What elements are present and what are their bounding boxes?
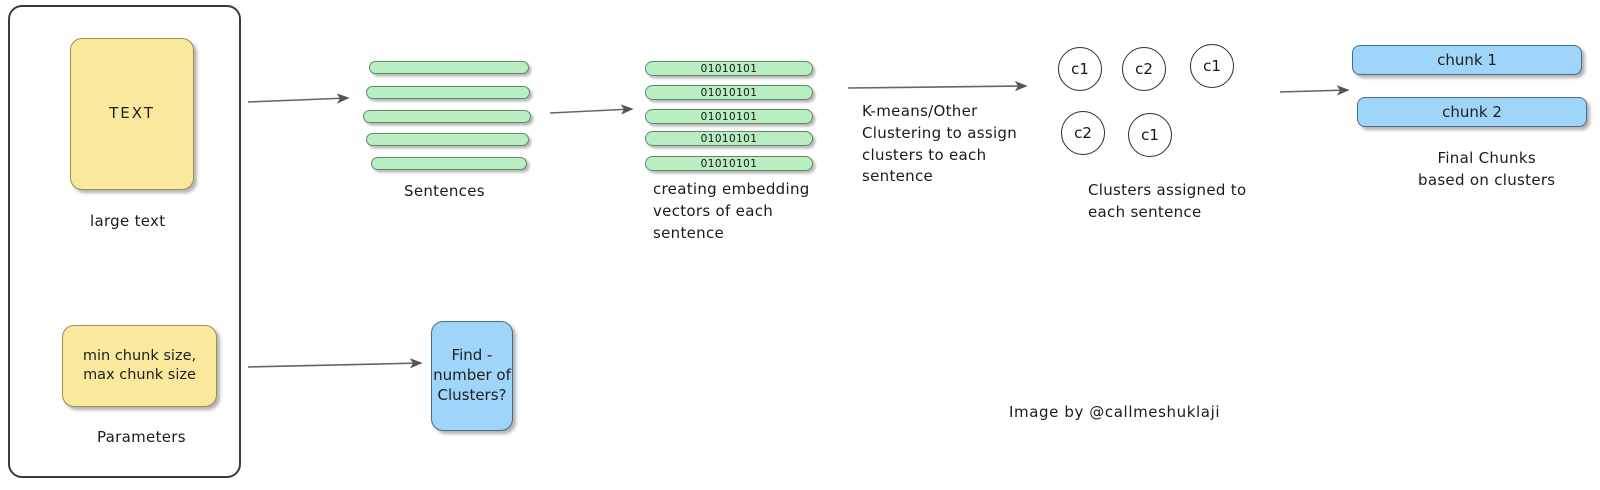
parameters-caption: Parameters bbox=[97, 428, 186, 446]
sentence-bar[interactable] bbox=[371, 157, 527, 170]
clusters-caption: Clusters assigned to each sentence bbox=[1088, 181, 1247, 221]
embedding-value: 01010101 bbox=[700, 157, 758, 170]
embedding-bar[interactable]: 01010101 bbox=[645, 61, 813, 76]
arrow-text-to-sentences bbox=[247, 92, 358, 108]
cluster-label: c2 bbox=[1074, 124, 1092, 142]
chunk-label: chunk 1 bbox=[1437, 51, 1497, 69]
arrow-embeddings-to-clusters bbox=[847, 80, 1038, 94]
cluster-circle[interactable]: c1 bbox=[1128, 113, 1172, 157]
chunk-label: chunk 2 bbox=[1442, 103, 1502, 121]
arrow-params-to-find-clusters bbox=[247, 358, 433, 372]
text-box-label: TEXT bbox=[109, 104, 155, 123]
sentence-bar[interactable] bbox=[366, 133, 529, 146]
cluster-circle[interactable]: c2 bbox=[1061, 111, 1105, 155]
arrow-clusters-to-chunks bbox=[1279, 84, 1360, 98]
image-credit: Image by @callmeshuklaji bbox=[1009, 403, 1221, 421]
parameters-box[interactable]: min chunk size, max chunk size bbox=[62, 325, 217, 407]
text-box[interactable]: TEXT bbox=[70, 38, 194, 190]
cluster-label: c1 bbox=[1141, 126, 1159, 144]
cluster-label: c1 bbox=[1203, 57, 1221, 75]
cluster-circle[interactable]: c1 bbox=[1058, 47, 1102, 91]
clustering-step-label: K-means/Other Clustering to assign clust… bbox=[862, 102, 1018, 186]
arrow-sentences-to-embeddings bbox=[549, 104, 642, 118]
cluster-label: c1 bbox=[1071, 60, 1089, 78]
cluster-circle[interactable]: c2 bbox=[1122, 47, 1166, 91]
find-clusters-label: Find - number of Clusters? bbox=[433, 346, 511, 404]
large-text-caption: large text bbox=[90, 212, 166, 230]
sentence-bar[interactable] bbox=[366, 86, 530, 99]
embedding-bar[interactable]: 01010101 bbox=[645, 85, 813, 100]
chunk-bar[interactable]: chunk 2 bbox=[1357, 97, 1587, 127]
sentences-caption: Sentences bbox=[404, 182, 485, 200]
embedding-value: 01010101 bbox=[700, 62, 758, 75]
chunk-bar[interactable]: chunk 1 bbox=[1352, 45, 1582, 75]
embedding-value: 01010101 bbox=[700, 132, 758, 145]
embedding-bar[interactable]: 01010101 bbox=[645, 156, 813, 171]
embedding-value: 01010101 bbox=[700, 86, 758, 99]
parameters-box-label: min chunk size, max chunk size bbox=[82, 347, 197, 383]
embedding-value: 01010101 bbox=[700, 110, 758, 123]
sentence-bar[interactable] bbox=[369, 61, 529, 74]
cluster-label: c2 bbox=[1135, 60, 1153, 78]
final-chunks-caption: Final Chunks based on clusters bbox=[1418, 149, 1556, 189]
cluster-circle[interactable]: c1 bbox=[1190, 44, 1234, 88]
find-clusters-box[interactable]: Find - number of Clusters? bbox=[431, 321, 513, 431]
embeddings-caption: creating embedding vectors of each sente… bbox=[653, 180, 810, 242]
sentence-bar[interactable] bbox=[363, 110, 531, 123]
embedding-bar[interactable]: 01010101 bbox=[645, 109, 813, 124]
embedding-bar[interactable]: 01010101 bbox=[645, 131, 813, 146]
